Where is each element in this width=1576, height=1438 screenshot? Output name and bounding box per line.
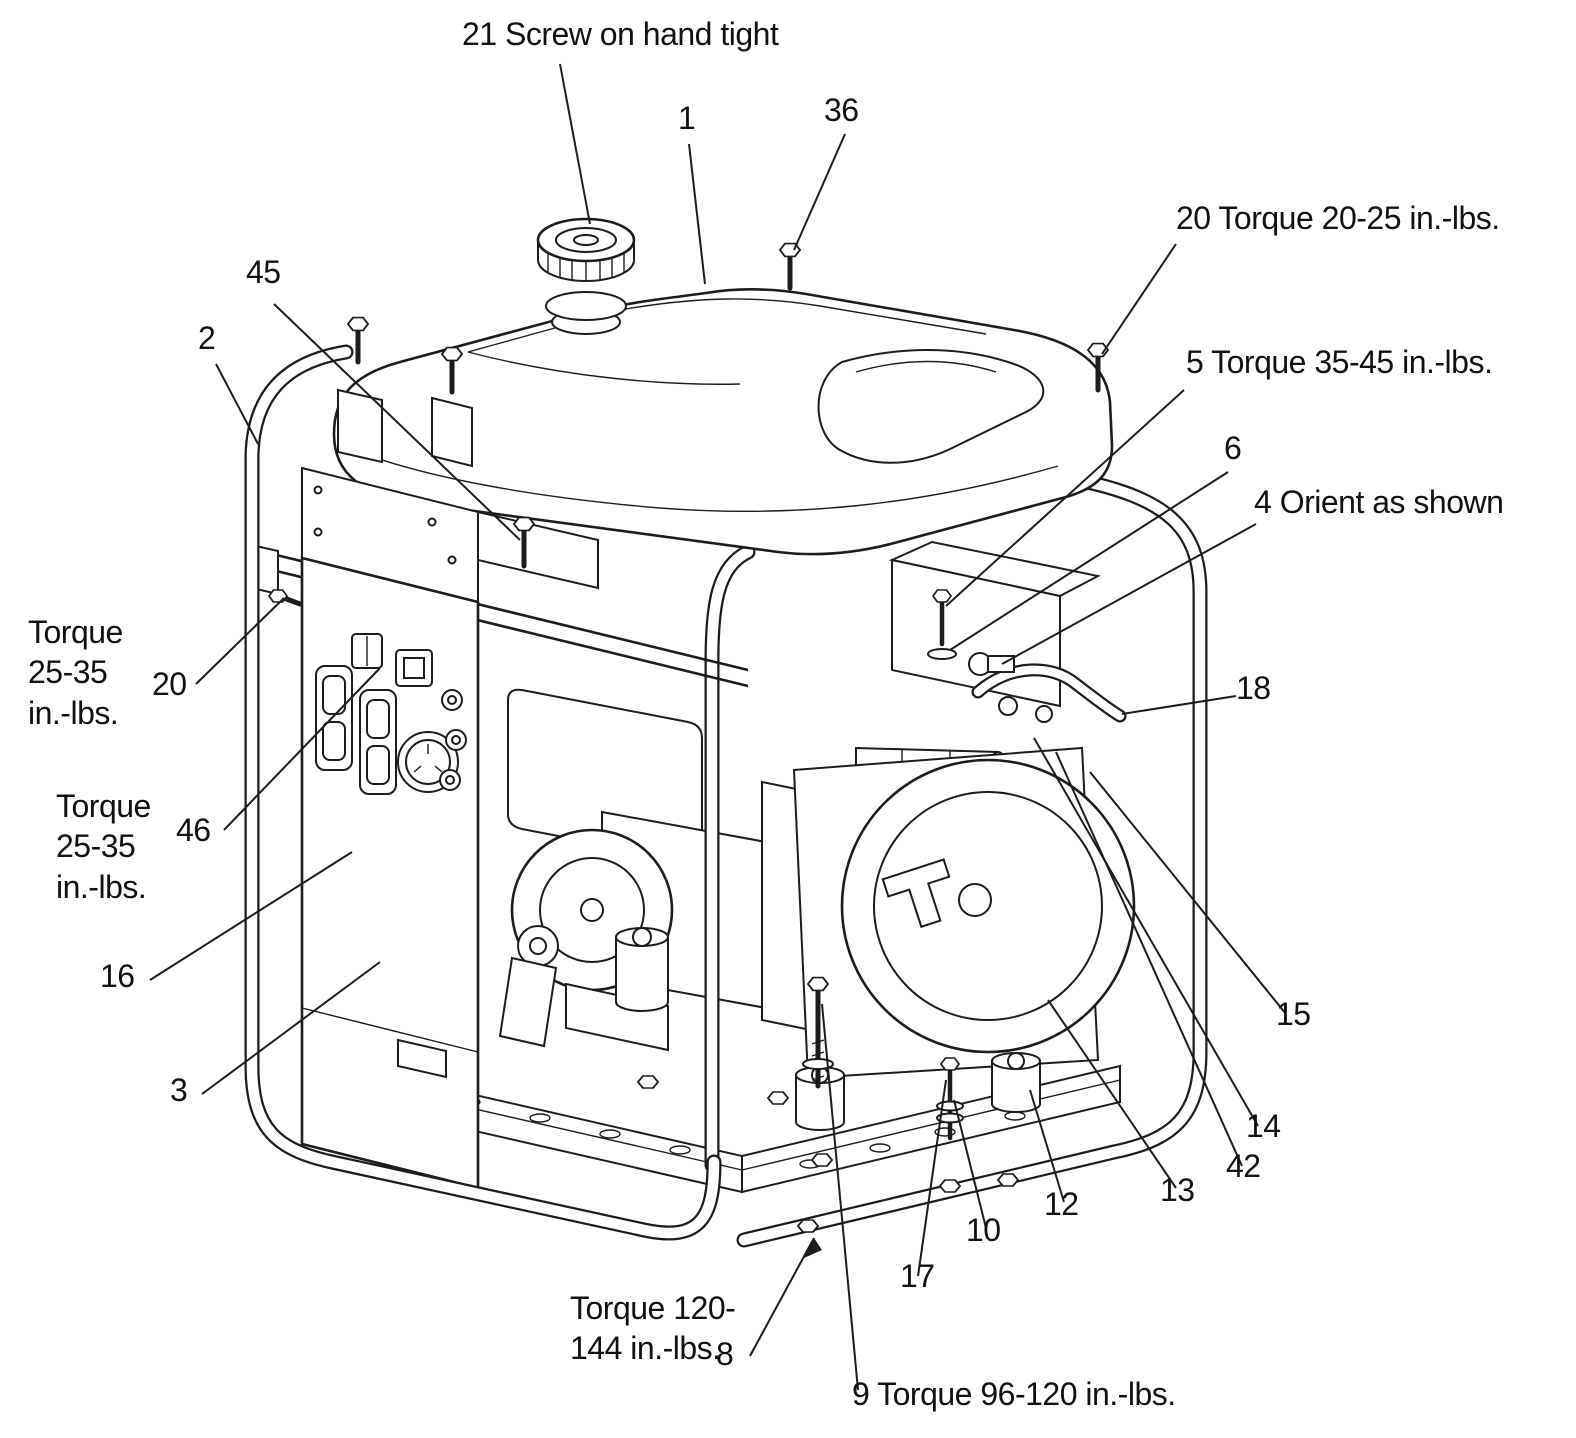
bolt-8 (797, 1219, 819, 1233)
callout-10: 10 (966, 1212, 1001, 1248)
callout-13: 13 (1160, 1172, 1195, 1208)
tank-strap (431, 396, 473, 468)
callout-46: 46 (176, 812, 211, 848)
tank-bolt (347, 316, 463, 395)
frame-tube-rear (736, 472, 1208, 1248)
tank-strap (337, 388, 383, 464)
callout-20-left: 20 (152, 666, 187, 702)
hose-clamp (998, 696, 1018, 716)
fuel-hose (971, 663, 1127, 723)
callout-4: 4 Orient as shown (1254, 484, 1504, 520)
callout-36: 36 (824, 92, 859, 128)
panel-side-bracket (477, 510, 599, 590)
circuit-breaker (445, 729, 467, 751)
callout-3: 3 (170, 1072, 188, 1108)
callout-5: 5 Torque 35-45 in.-lbs. (1186, 344, 1493, 380)
clamp-4 (968, 652, 1015, 676)
filler-neck (545, 291, 627, 335)
tank-handle-recess (817, 349, 1045, 464)
vibration-mount (615, 927, 669, 1012)
callout-45: 45 (246, 254, 281, 290)
vibration-mount (991, 1052, 1041, 1113)
carb-bracket (498, 956, 558, 1048)
control-panel (300, 466, 599, 1190)
bolt-20 (1087, 342, 1109, 393)
base-bolt (767, 1091, 789, 1105)
frame-tube-front-post (704, 544, 756, 1173)
base-bolt (637, 1075, 659, 1089)
callout-42: 42 (1226, 1148, 1261, 1184)
fastener-hardware (637, 589, 1019, 1233)
duplex-outlet (315, 665, 353, 771)
callout-14: 14 (1246, 1108, 1281, 1144)
blower-housing (840, 758, 1136, 1054)
bolt-36 (779, 242, 801, 291)
callout-torque-25-35-a: Torque 25-35 in.-lbs. (28, 614, 123, 731)
frame-tube-front (244, 344, 722, 1241)
base-bolt (811, 1153, 833, 1167)
callout-21: 21 Screw on hand tight (462, 16, 779, 52)
callout-torque-120-144: Torque 120-144 in.-lbs. (570, 1290, 736, 1367)
callout-12: 12 (1044, 1186, 1079, 1222)
callout-9: 9 Torque 96-120 in.-lbs. (852, 1376, 1176, 1412)
callout-1: 1 (678, 100, 696, 136)
callout-18: 18 (1236, 670, 1271, 706)
bolt-45 (513, 516, 535, 569)
callout-17: 17 (900, 1258, 935, 1294)
callout-torque-25-35-b: Torque 25-35 in.-lbs. (56, 788, 151, 905)
callout-6: 6 (1224, 430, 1242, 466)
engine-assembly (498, 540, 1136, 1131)
fuel-cap (536, 217, 636, 282)
arrowhead (804, 1238, 822, 1258)
rail-bolt-20 (268, 589, 303, 607)
selector-switch (395, 649, 433, 687)
circuit-breaker (439, 769, 461, 791)
bolt-9 (802, 976, 834, 1089)
recoil-handle (881, 858, 951, 929)
callout-16: 16 (100, 958, 135, 994)
washer-6 (927, 648, 957, 660)
callout-15: 15 (1276, 996, 1311, 1032)
panel-clip (397, 1038, 447, 1079)
duplex-outlet (359, 689, 397, 795)
leader-lines (149, 63, 1287, 1391)
base-bolt (997, 1173, 1019, 1187)
callout-2: 2 (198, 320, 216, 356)
bolt-5 (932, 589, 952, 647)
hose-clamp (1035, 705, 1053, 723)
panel-face (300, 556, 480, 1190)
fuel-tank (332, 217, 1114, 556)
circuit-breaker (441, 689, 463, 711)
callout-8: 8 (716, 1336, 734, 1372)
base-bolt (939, 1179, 961, 1193)
callout-20-top: 20 Torque 20-25 in.-lbs. (1176, 200, 1500, 236)
